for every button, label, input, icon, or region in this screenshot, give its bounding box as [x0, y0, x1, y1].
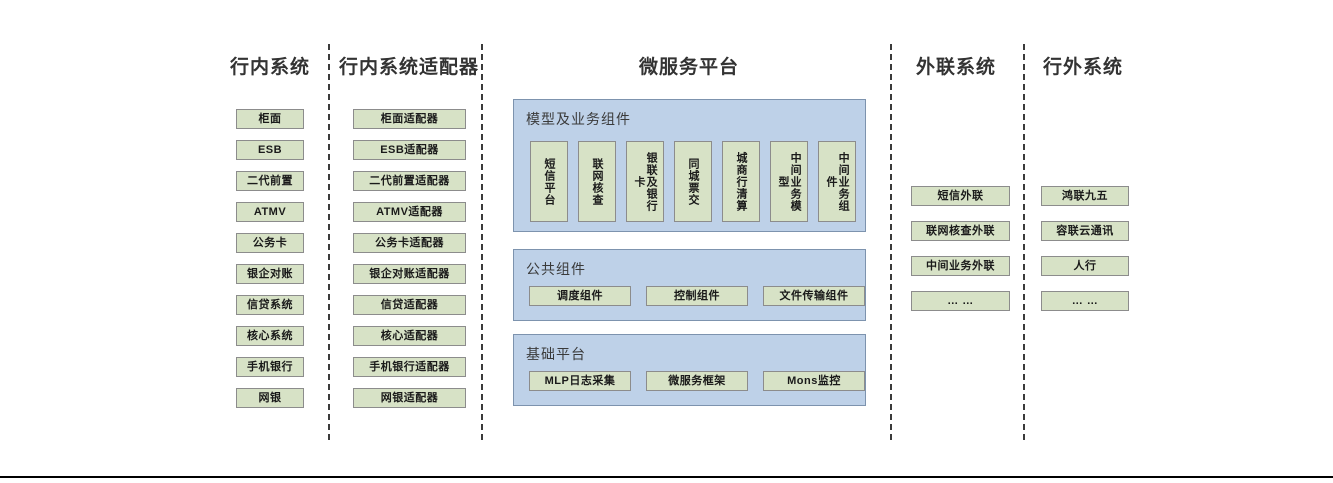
- component-node-model-business-components-5[interactable]: 中间业务模型: [770, 141, 808, 222]
- panel-common-components: 公共组件调度组件控制组件文件传输组件: [513, 249, 866, 321]
- component-node-model-business-components-1[interactable]: 联网核查: [578, 141, 616, 222]
- system-node-in-bank-systems-6[interactable]: 信贷系统: [236, 295, 304, 315]
- panel-base-platform: 基础平台 MLP日志采集微服务框架 Mons监控: [513, 334, 866, 406]
- system-node-in-bank-adapters-4[interactable]: 公务卡适配器: [353, 233, 466, 253]
- system-node-external-link-systems-0[interactable]: 短信外联: [911, 186, 1010, 206]
- column-title-in-bank-systems: 行内系统: [229, 57, 310, 78]
- system-node-in-bank-systems-9[interactable]: 网银: [236, 388, 304, 408]
- column-separator-3: [890, 44, 892, 440]
- system-node-outside-bank-systems-2[interactable]: 人行: [1041, 256, 1129, 276]
- system-node-in-bank-systems-7[interactable]: 核心系统: [236, 326, 304, 346]
- component-node-model-business-components-6[interactable]: 中间业务组件: [818, 141, 856, 222]
- column-title-in-bank-adapters: 行内系统适配器: [338, 57, 479, 78]
- panel-model-business-components: 模型及业务组件短信平台联网核查银联及银行卡同城票交城商行清算中间业务模型中间业务…: [513, 99, 866, 232]
- system-node-outside-bank-systems-1[interactable]: 容联云通讯: [1041, 221, 1129, 241]
- component-node-common-components-0[interactable]: 调度组件: [529, 286, 631, 306]
- system-node-in-bank-adapters-6[interactable]: 信贷适配器: [353, 295, 466, 315]
- bottom-divider: [0, 476, 1333, 478]
- system-node-in-bank-systems-0[interactable]: 柜面: [236, 109, 304, 129]
- system-node-in-bank-adapters-8[interactable]: 手机银行适配器: [353, 357, 466, 377]
- component-node-base-platform-0[interactable]: MLP日志采集: [529, 371, 631, 391]
- panel-title-common-components: 公共组件: [526, 261, 586, 277]
- system-node-external-link-systems-1[interactable]: 联网核查外联: [911, 221, 1010, 241]
- system-node-in-bank-systems-5[interactable]: 银企对账: [236, 264, 304, 284]
- component-node-model-business-components-0[interactable]: 短信平台: [530, 141, 568, 222]
- system-node-in-bank-systems-4[interactable]: 公务卡: [236, 233, 304, 253]
- system-node-in-bank-adapters-0[interactable]: 柜面适配器: [353, 109, 466, 129]
- system-node-in-bank-systems-1[interactable]: ESB: [236, 140, 304, 160]
- system-node-in-bank-adapters-9[interactable]: 网银适配器: [353, 388, 466, 408]
- system-node-in-bank-systems-3[interactable]: ATMV: [236, 202, 304, 222]
- system-node-external-link-systems-3[interactable]: … …: [911, 291, 1010, 311]
- component-node-base-platform-1[interactable]: 微服务框架: [646, 371, 748, 391]
- system-node-in-bank-adapters-5[interactable]: 银企对账适配器: [353, 264, 466, 284]
- panel-title-base-platform: 基础平台: [526, 346, 586, 362]
- system-node-in-bank-systems-8[interactable]: 手机银行: [236, 357, 304, 377]
- component-node-model-business-components-2[interactable]: 银联及银行卡: [626, 141, 664, 222]
- column-separator-1: [328, 44, 330, 440]
- system-node-in-bank-adapters-3[interactable]: ATMV适配器: [353, 202, 466, 222]
- column-title-microservice-platform: 微服务平台: [638, 57, 739, 78]
- panel-title-model-business-components: 模型及业务组件: [526, 111, 631, 127]
- column-title-outside-bank-systems: 行外系统: [1042, 57, 1123, 78]
- component-node-base-platform-2[interactable]: Mons监控: [763, 371, 865, 391]
- system-node-in-bank-adapters-1[interactable]: ESB适配器: [353, 140, 466, 160]
- component-node-common-components-1[interactable]: 控制组件: [646, 286, 748, 306]
- column-separator-2: [481, 44, 483, 440]
- system-node-in-bank-adapters-7[interactable]: 核心适配器: [353, 326, 466, 346]
- system-node-external-link-systems-2[interactable]: 中间业务外联: [911, 256, 1010, 276]
- component-node-model-business-components-3[interactable]: 同城票交: [674, 141, 712, 222]
- component-node-model-business-components-4[interactable]: 城商行清算: [722, 141, 760, 222]
- system-node-in-bank-adapters-2[interactable]: 二代前置适配器: [353, 171, 466, 191]
- system-node-outside-bank-systems-0[interactable]: 鸿联九五: [1041, 186, 1129, 206]
- component-node-common-components-2[interactable]: 文件传输组件: [763, 286, 865, 306]
- column-title-external-link-systems: 外联系统: [915, 57, 996, 78]
- system-node-in-bank-systems-2[interactable]: 二代前置: [236, 171, 304, 191]
- column-separator-4: [1023, 44, 1025, 440]
- system-node-outside-bank-systems-3[interactable]: … …: [1041, 291, 1129, 311]
